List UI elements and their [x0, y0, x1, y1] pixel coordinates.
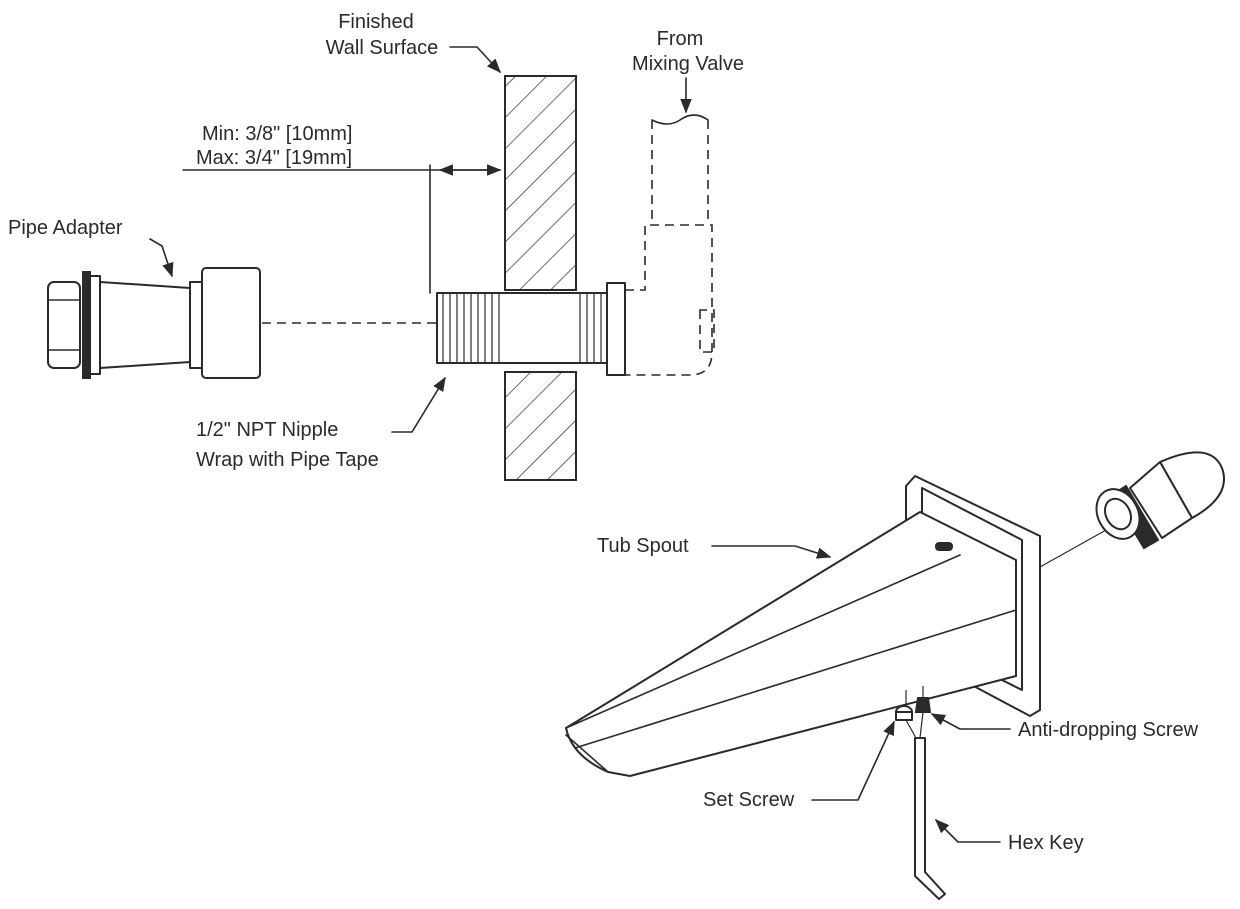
label-tub-spout: Tub Spout — [597, 535, 689, 557]
leader-tub-spout — [711, 545, 832, 559]
label-min-dim: Min: 3/8" [10mm] — [202, 123, 352, 145]
label-nipple-1: 1/2" NPT Nipple — [196, 419, 338, 441]
leader-finished-wall — [449, 46, 501, 74]
label-nipple-2: Wrap with Pipe Tape — [196, 449, 379, 471]
label-hex-key: Hex Key — [1008, 832, 1084, 854]
label-finished-wall-1: Finished — [338, 11, 414, 33]
label-from-mixing-1: From — [657, 28, 704, 50]
label-set-screw: Set Screw — [703, 789, 795, 811]
leader-anti-dropping — [930, 713, 1011, 730]
tub-spout — [565, 475, 1041, 777]
finished-wall — [504, 75, 577, 481]
anti-dropping-screw — [914, 686, 932, 713]
label-pipe-adapter: Pipe Adapter — [8, 217, 123, 239]
leader-nipple — [391, 376, 446, 433]
mixing-valve-pipe — [606, 114, 715, 376]
pipe-adapter-small — [1039, 451, 1225, 568]
label-from-mixing-2: Mixing Valve — [632, 53, 744, 75]
leader-set-screw — [811, 720, 895, 801]
set-screw — [895, 690, 913, 721]
leader-pipe-adapter — [149, 238, 174, 278]
npt-nipple — [436, 292, 608, 364]
label-finished-wall-2: Wall Surface — [326, 37, 439, 59]
hex-key — [905, 711, 946, 900]
label-anti-dropping-screw: Anti-dropping Screw — [1018, 719, 1199, 741]
leader-hex-key — [934, 818, 1001, 843]
dimension-callout — [182, 164, 502, 294]
label-max-dim: Max: 3/4" [19mm] — [196, 147, 352, 169]
pipe-adapter — [47, 267, 261, 379]
